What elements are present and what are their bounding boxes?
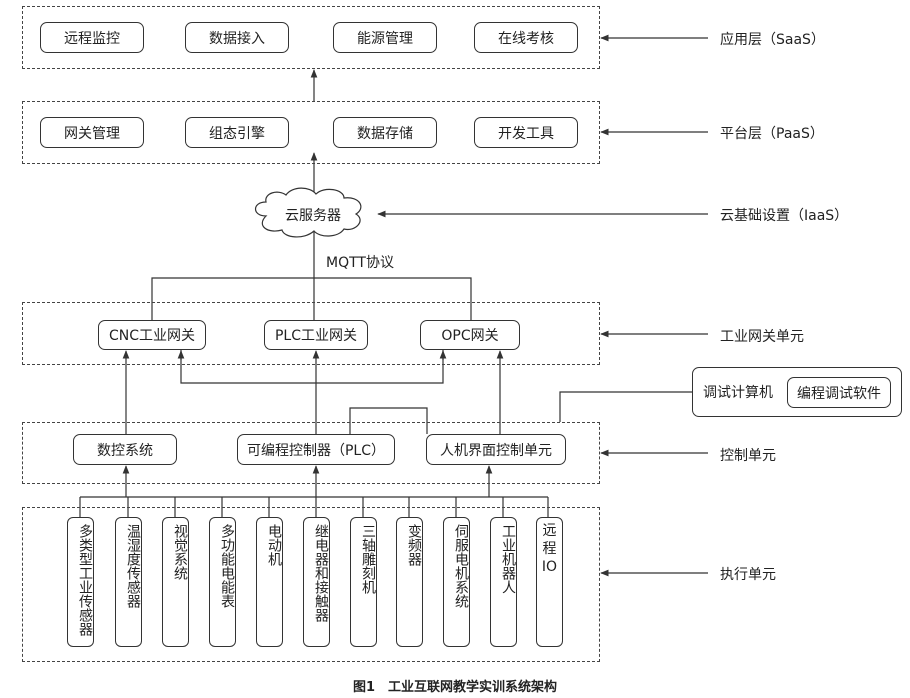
control-layer-label: 控制单元	[720, 448, 776, 464]
exec-3axis-engraver: 三轴雕刻机	[350, 517, 377, 647]
cloud-server-label: 云服务器	[285, 208, 341, 224]
saas-module-energy: 能源管理	[333, 22, 437, 53]
saas-module-data-access: 数据接入	[185, 22, 289, 53]
control-nc-system: 数控系统	[73, 434, 177, 465]
mqtt-branch	[151, 277, 472, 320]
exec-robot: 工业机器人	[490, 517, 517, 647]
debug-link	[559, 391, 692, 422]
debug-computer-label: 调试计算机	[703, 385, 773, 401]
gateway-cnc: CNC工业网关	[98, 320, 206, 350]
paas-module-config-engine: 组态引擎	[185, 117, 289, 148]
cloud-shape	[254, 187, 362, 238]
exec-vision-system: 视觉系统	[162, 517, 189, 647]
paas-module-dev-tools: 开发工具	[474, 117, 578, 148]
saas-module-remote-monitor: 远程监控	[40, 22, 144, 53]
exec-servo-system: 伺服电机系统	[443, 517, 470, 647]
debug-software: 编程调试软件	[787, 377, 891, 408]
saas-module-exam: 在线考核	[474, 22, 578, 53]
iaas-layer-label: 云基础设置（IaaS）	[720, 208, 849, 224]
plc-hmi-link	[349, 407, 428, 434]
paas-layer	[22, 101, 600, 164]
gateway-layer	[22, 302, 600, 365]
control-layer	[22, 422, 600, 484]
gateway-plc: PLC工业网关	[264, 320, 368, 350]
exec-multi-sensor: 多类型工业传感器	[67, 517, 94, 647]
figure-caption: 图1 工业互联网教学实训系统架构	[352, 680, 558, 695]
control-hmi-unit: 人机界面控制单元	[426, 434, 566, 465]
saas-layer-label: 应用层（SaaS）	[720, 32, 825, 48]
gateway-layer-label: 工业网关单元	[720, 329, 804, 345]
gateway-opc: OPC网关	[420, 320, 520, 350]
control-plc: 可编程控制器（PLC）	[237, 434, 395, 465]
execution-layer	[22, 507, 600, 662]
paas-module-gateway-mgmt: 网关管理	[40, 117, 144, 148]
exec-relay-contactor: 继电器和接触器	[303, 517, 330, 647]
exec-power-meter: 多功能电能表	[209, 517, 236, 647]
saas-layer	[22, 6, 600, 69]
exec-inverter: 变频器	[396, 517, 423, 647]
execution-layer-label: 执行单元	[720, 567, 776, 583]
paas-module-data-storage: 数据存储	[333, 117, 437, 148]
gateway-cross-link	[180, 350, 444, 384]
exec-temp-humidity-sensor: 温湿度传感器	[115, 517, 142, 647]
paas-layer-label: 平台层（PaaS）	[720, 126, 824, 142]
mqtt-protocol-label: MQTT协议	[326, 255, 394, 271]
exec-motor: 电动机	[256, 517, 283, 647]
